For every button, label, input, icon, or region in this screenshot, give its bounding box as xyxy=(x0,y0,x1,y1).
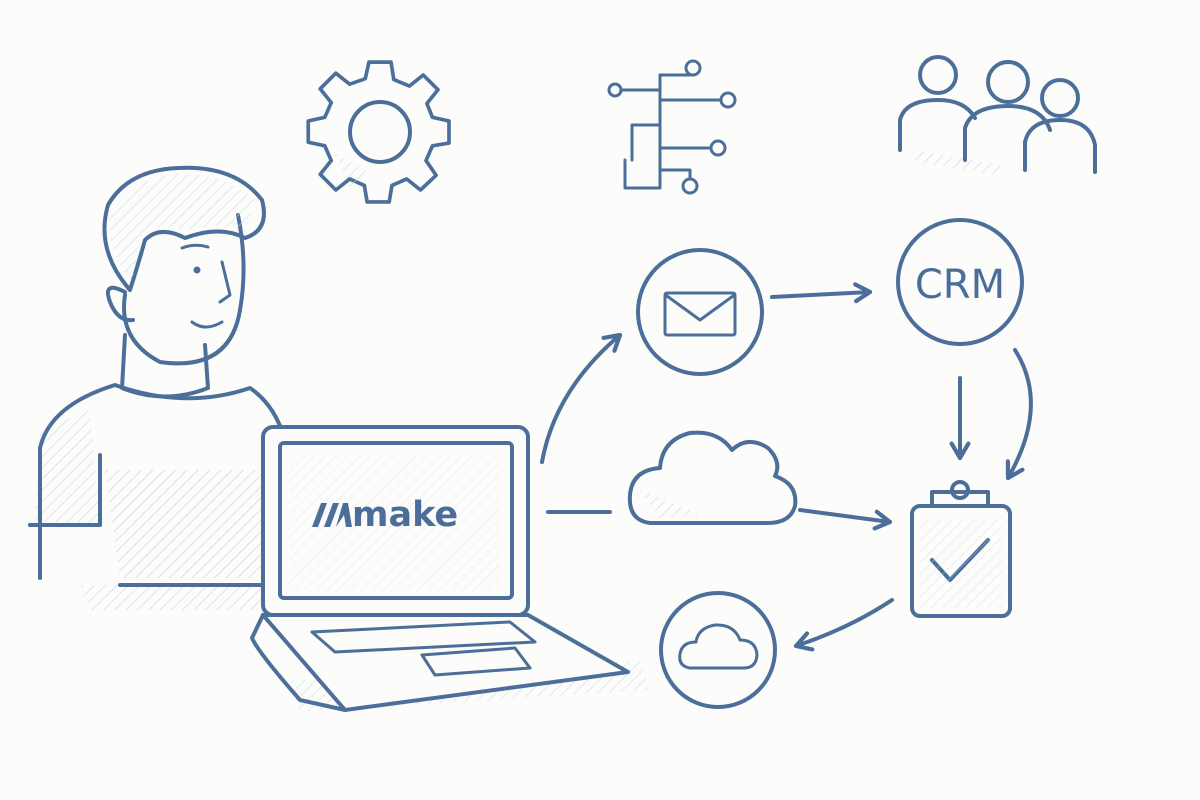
laptop: make xyxy=(250,425,650,712)
people-group-icon xyxy=(898,55,1097,175)
flow-connectors xyxy=(540,282,1033,652)
envelope-icon xyxy=(663,291,737,337)
arrow-laptop-to-email xyxy=(540,332,623,464)
person-illustration xyxy=(28,165,330,610)
crm-node: CRM xyxy=(896,218,1024,346)
cloud-circle-node xyxy=(659,591,777,709)
gear-icon xyxy=(306,60,451,204)
arrow-email-to-crm xyxy=(770,282,873,304)
clipboard-check-icon xyxy=(910,480,1012,618)
make-logo-text: make xyxy=(352,495,458,535)
make-logo: make xyxy=(312,495,458,535)
cloud-icon xyxy=(627,430,798,526)
envelope-node xyxy=(636,248,764,376)
arrow-crm-curve-to-clipboard xyxy=(1005,348,1033,481)
arrow-cloud-to-clipboard xyxy=(798,508,893,531)
arrow-clipboard-to-cloud-circle xyxy=(793,598,894,652)
crm-label: CRM xyxy=(915,262,1005,308)
workflow-tree-icon xyxy=(607,59,737,195)
make-logo-mark xyxy=(312,503,352,527)
cloud-circle-icon xyxy=(678,623,759,670)
